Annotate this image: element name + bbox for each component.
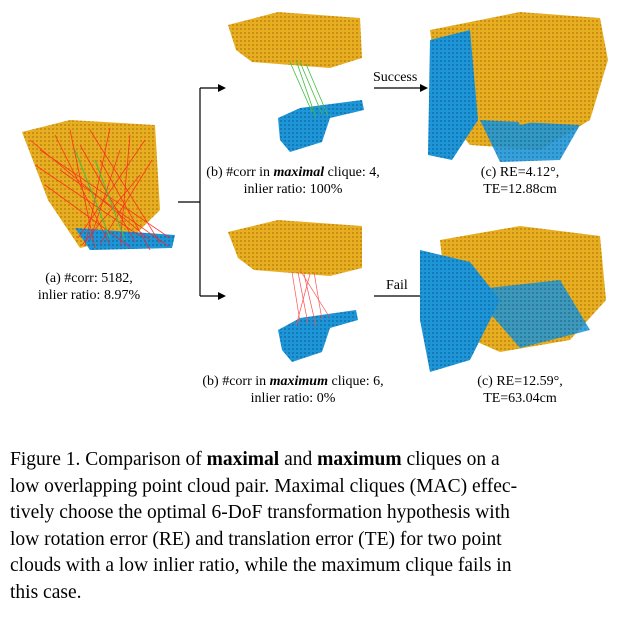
caption-b-maximal-line2: inlier ratio: 100% xyxy=(243,182,343,197)
maximal-clique-clouds xyxy=(228,12,364,152)
caption-bold-maximal: maximal xyxy=(206,449,280,470)
caption-line-5: clouds with a low inlier ratio, while th… xyxy=(10,555,512,576)
caption-line-2: low overlapping point cloud pair. Maxima… xyxy=(10,475,518,497)
caption-line-3: tively choose the optimal 6-DoF transfor… xyxy=(10,502,510,523)
caption-c-success-line2: TE=12.88cm xyxy=(483,182,557,197)
caption-b-maximum-emph: maximum xyxy=(269,374,328,389)
caption-c-fail-line2: TE=63.04cm xyxy=(483,391,557,406)
caption-c-fail: (c) RE=12.59°, TE=63.04cm xyxy=(445,373,595,407)
maximum-clique-clouds xyxy=(228,220,362,362)
arrowhead-success xyxy=(420,84,428,92)
arrowhead-top-left xyxy=(218,84,226,92)
caption-c-success-line1: (c) RE=4.12°, xyxy=(480,165,560,180)
input-point-clouds xyxy=(22,120,175,251)
fail-label: Fail xyxy=(386,278,408,293)
caption-line-6: this case. xyxy=(10,581,82,603)
caption-c-success: (c) RE=4.12°, TE=12.88cm xyxy=(450,164,590,198)
caption-b-maximum-line2: inlier ratio: 0% xyxy=(250,391,336,406)
caption-b-maximal-emph: maximal xyxy=(273,165,325,180)
caption-b-maximal: (b) #corr in maximal clique: 4, inlier r… xyxy=(198,164,388,198)
caption-b-maximum: (b) #corr in maximum clique: 6, inlier r… xyxy=(193,373,393,407)
caption-l1-and: and xyxy=(279,449,318,470)
fail-registration xyxy=(420,226,606,372)
figure-illustration xyxy=(22,12,608,372)
caption-a: (a) #corr: 5182, inlier ratio: 8.97% xyxy=(14,270,164,304)
caption-b-maximum-suffix: clique: 6, xyxy=(328,374,384,389)
caption-line-1: Figure 1. Comparison of maximal and maxi… xyxy=(10,447,630,474)
caption-b-maximal-suffix: clique: 4, xyxy=(324,165,380,180)
caption-l1-end: cliques on a xyxy=(401,449,500,470)
branch-arrows xyxy=(178,87,422,297)
caption-bold-maximum: maximum xyxy=(317,449,402,470)
caption-a-line1: (a) #corr: 5182, xyxy=(45,271,133,286)
caption-line-4: low rotation error (RE) and translation … xyxy=(10,528,502,550)
caption-l1-text: Figure 1. Comparison of xyxy=(10,449,207,470)
arrowhead-bottom-left xyxy=(218,292,226,300)
success-registration xyxy=(428,12,608,162)
caption-a-line2: inlier ratio: 8.97% xyxy=(37,288,141,303)
caption-b-maximum-prefix: (b) #corr in xyxy=(202,374,270,389)
caption-c-fail-line1: (c) RE=12.59°, xyxy=(477,374,563,389)
caption-b-maximal-prefix: (b) #corr in xyxy=(206,165,274,180)
success-label: Success xyxy=(373,70,418,85)
figure-caption: Figure 1. Comparison of maximal and maxi… xyxy=(10,447,630,606)
